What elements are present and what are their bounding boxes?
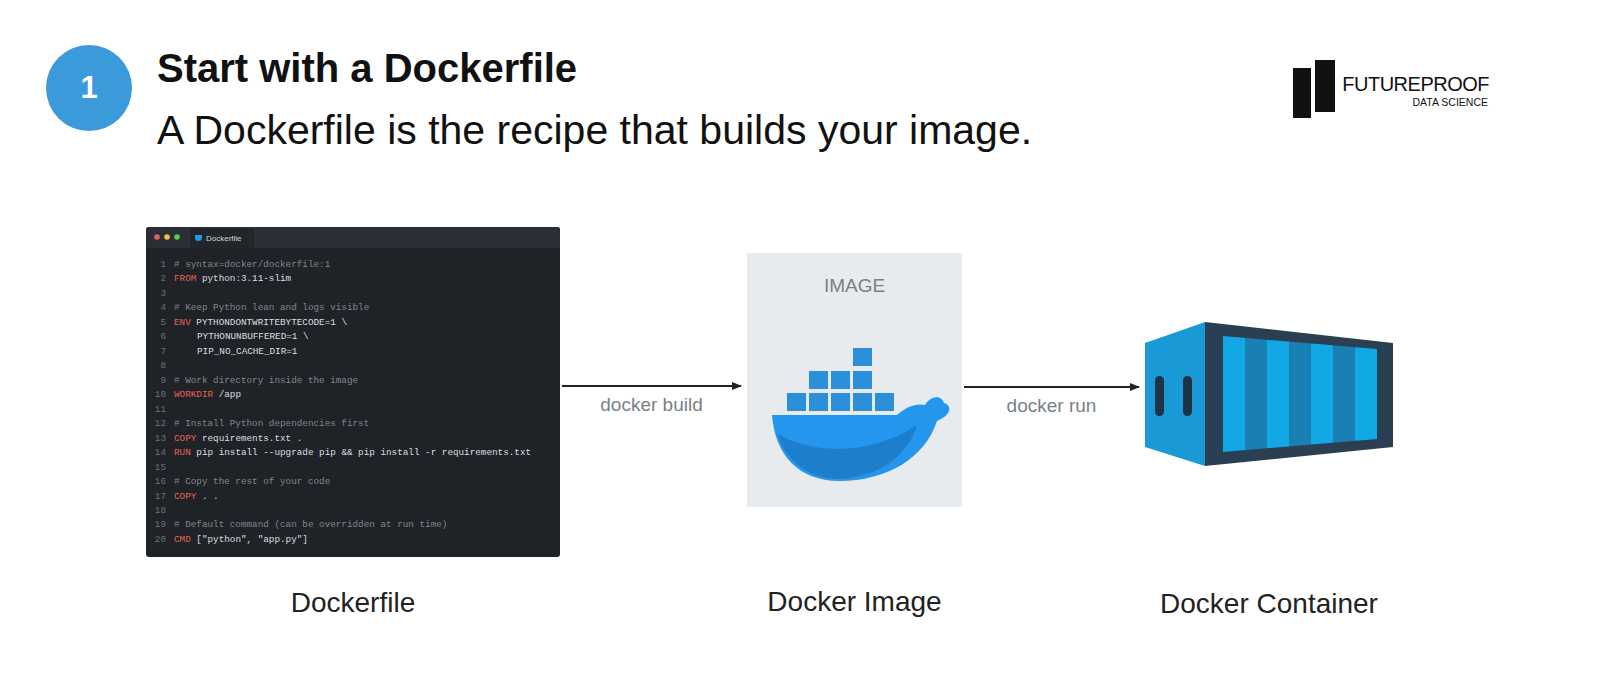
container-drawing	[1145, 322, 1393, 466]
tab-label: Dockerfile	[206, 229, 242, 248]
node-caption: Docker Image	[767, 586, 941, 618]
connector-arrow	[562, 385, 741, 387]
code-line: FROM python:3.11-slim	[174, 273, 291, 285]
code-line: WORKDIR /app	[174, 389, 241, 401]
code-line: COPY . .	[174, 491, 219, 503]
line-number: 14	[150, 447, 166, 459]
code-line: CMD ["python", "app.py"]	[174, 534, 308, 546]
line-number: 16	[150, 476, 166, 488]
image-box: IMAGEDocker Image	[747, 253, 962, 507]
line-number: 2	[150, 273, 166, 285]
node-caption: Dockerfile	[291, 587, 415, 619]
code-line: # Work directory inside the image	[174, 375, 358, 387]
file-tab: Dockerfile	[190, 229, 254, 248]
line-number: 10	[150, 389, 166, 401]
line-number: 17	[150, 491, 166, 503]
line-number: 8	[150, 360, 166, 372]
code-line: # Default command (can be overridden at …	[174, 519, 447, 531]
window-dots	[150, 227, 190, 248]
line-number: 12	[150, 418, 166, 430]
line-number: 18	[150, 505, 166, 517]
logo-mark	[1290, 56, 1346, 122]
connector-arrow	[964, 386, 1139, 388]
code-line: RUN pip install --upgrade pip && pip ins…	[174, 447, 531, 459]
code-window: Dockerfile123456789101112131415161718192…	[146, 227, 560, 557]
line-number: 1	[150, 259, 166, 271]
code-line: PIP_NO_CACHE_DIR=1	[197, 346, 297, 358]
edge-label: docker run	[1004, 395, 1100, 417]
line-number: 3	[150, 288, 166, 300]
code-line: # syntax=docker/dockerfile:1	[174, 259, 330, 271]
subtitle: A Dockerfile is the recipe that builds y…	[157, 107, 1032, 154]
edge-label: docker build	[597, 394, 705, 416]
line-number: 15	[150, 462, 166, 474]
code-line: # Keep Python lean and logs visible	[174, 302, 369, 314]
code-line: # Copy the rest of your code	[174, 476, 330, 488]
code-line: PYTHONUNBUFFERED=1 \	[197, 331, 309, 343]
line-number: 11	[150, 404, 166, 416]
line-number: 6	[150, 331, 166, 343]
step-number: 1	[46, 45, 132, 131]
logo-subtext: DATA SCIENCE	[1413, 96, 1488, 108]
line-number: 9	[150, 375, 166, 387]
line-number: 5	[150, 317, 166, 329]
logo-text: FUTUREPROOF	[1342, 73, 1489, 96]
container-node: Docker Container	[1145, 322, 1393, 466]
code-line: COPY requirements.txt .	[174, 433, 302, 445]
line-number: 4	[150, 302, 166, 314]
code-line: # Install Python dependencies first	[174, 418, 369, 430]
line-number: 13	[150, 433, 166, 445]
line-number: 20	[150, 534, 166, 546]
step-number-circle: 1	[46, 45, 132, 131]
tab-icon	[195, 235, 202, 241]
code-line: ENV PYTHONDONTWRITEBYTECODE=1 \	[174, 317, 347, 329]
line-number: 7	[150, 346, 166, 358]
line-number: 19	[150, 519, 166, 531]
box-label: IMAGE	[747, 275, 962, 297]
title: Start with a Dockerfile	[157, 46, 577, 91]
node-caption: Docker Container	[1160, 588, 1378, 620]
